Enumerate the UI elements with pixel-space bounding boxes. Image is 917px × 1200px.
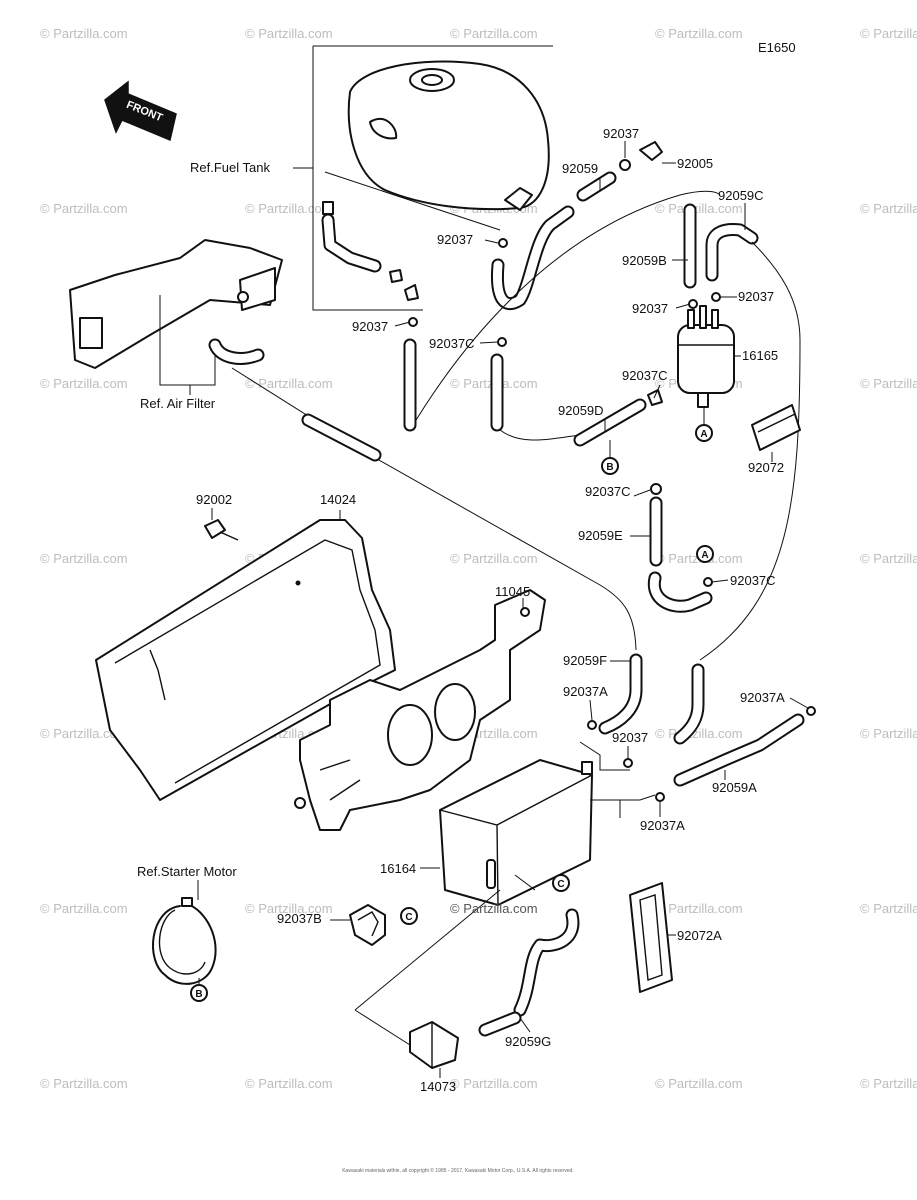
front-arrow: FRONT — [104, 80, 177, 142]
clamp-92037B — [349, 904, 386, 946]
vent-hoses — [403, 141, 801, 661]
marker-A-label: A — [701, 550, 708, 561]
watermark: © Partzilla.com — [655, 1076, 743, 1091]
label-92037-tank: 92037 — [437, 232, 473, 247]
watermark: © Partzilla.com — [40, 726, 128, 741]
label-92059A: 92059A — [712, 780, 757, 795]
diagram-code: E1650 — [758, 40, 796, 55]
marker-C-label: C — [405, 912, 412, 923]
leader-lines — [211, 141, 809, 1033]
bolt-92002 — [204, 519, 239, 541]
watermark: © Partzilla.com — [860, 901, 917, 916]
watermark: © Partzilla.com — [860, 551, 917, 566]
watermark: © Partzilla.com — [860, 726, 917, 741]
label-92037C-lower: 92037C — [585, 484, 631, 499]
watermark: © Partzilla.com — [450, 901, 538, 916]
hose-92059G — [354, 874, 580, 1078]
fuel-tank-group: Ref.Fuel Tank — [190, 45, 553, 311]
reference-markers: A A B B C C — [190, 407, 714, 1002]
fuel-filter — [573, 305, 735, 447]
label-92037-mid: 92037 — [612, 730, 648, 745]
watermark: © Partzilla.com — [40, 376, 128, 391]
starter-band: Ref.Starter Motor — [137, 864, 237, 985]
watermark: © Partzilla.com — [860, 201, 917, 216]
watermark: © Partzilla.com — [245, 901, 333, 916]
copyright-notice: Kawasaki materials within, all copyright… — [342, 1167, 574, 1174]
label-92072: 92072 — [748, 460, 784, 475]
watermark: © Partzilla.com — [655, 26, 743, 41]
label-92037A-left: 92037A — [563, 684, 608, 699]
watermark: © Partzilla.com — [860, 1076, 917, 1091]
label-92037C-a: 92037C — [730, 573, 776, 588]
label-92059C: 92059C — [718, 188, 764, 203]
hose-92059E — [647, 483, 713, 613]
fuel-tank — [347, 60, 550, 211]
label-14024: 14024 — [320, 492, 356, 507]
label-92002: 92002 — [196, 492, 232, 507]
watermark: © Partzilla.com — [450, 551, 538, 566]
part-labels: 92037 92005 92059 92059C 92037 92059B 92… — [196, 126, 785, 1094]
marker-B-label: B — [195, 989, 202, 1000]
label-92059G: 92059G — [505, 1034, 551, 1049]
marker-A — [696, 545, 714, 563]
label-92059E: 92059E — [578, 528, 623, 543]
label-92037-bottom: 92037 — [352, 319, 388, 334]
label-92037A-right: 92037A — [740, 690, 785, 705]
watermark: © Partzilla.com — [860, 26, 917, 41]
bracket-11045 — [294, 589, 546, 831]
watermark: © Partzilla.com — [245, 26, 333, 41]
label-92037C-mid: 92037C — [429, 336, 475, 351]
band-92072A — [629, 882, 673, 993]
watermark: © Partzilla.com — [40, 26, 128, 41]
watermark: © Partzilla.com — [245, 376, 333, 391]
label-11045: 11045 — [495, 584, 530, 599]
marker-B-label: B — [606, 462, 613, 473]
marker-C — [400, 907, 418, 925]
label-92037B: 92037B — [277, 911, 322, 926]
label-92037: 92037 — [603, 126, 639, 141]
label-16165: 16165 — [742, 348, 778, 363]
air-filter-duct — [69, 239, 283, 369]
label-16164: 16164 — [380, 861, 416, 876]
canister-16164 — [420, 759, 621, 906]
watermark: © Partzilla.com — [655, 726, 743, 741]
lower-hoses — [579, 653, 816, 802]
watermark: © Partzilla.com — [450, 1076, 538, 1091]
marker-C-label: C — [557, 879, 564, 890]
watermark: © Partzilla.com — [245, 1076, 333, 1091]
label-92072A: 92072A — [677, 928, 722, 943]
watermark: © Partzilla.com — [40, 901, 128, 916]
marker-C — [552, 874, 570, 892]
watermark: © Partzilla.com — [860, 376, 917, 391]
label-92005: 92005 — [677, 156, 713, 171]
air-filter-group: Ref. Air Filter — [69, 239, 283, 411]
label-92059F: 92059F — [563, 653, 607, 668]
ref-air-filter-label: Ref. Air Filter — [140, 396, 216, 411]
watermark: © Partzilla.com — [655, 901, 743, 916]
ref-fuel-tank-label: Ref.Fuel Tank — [190, 160, 270, 175]
band-92072 — [751, 404, 801, 451]
label-92037C-filter: 92037C — [622, 368, 668, 383]
label-92037A-low: 92037A — [640, 818, 685, 833]
watermark: © Partzilla.com — [40, 551, 128, 566]
label-92037-right: 92037 — [738, 289, 774, 304]
marker-A-label: A — [700, 429, 707, 440]
watermark: © Partzilla.com — [40, 201, 128, 216]
cover-14024 — [95, 510, 396, 801]
label-92059B: 92059B — [622, 253, 667, 268]
label-92059D: 92059D — [558, 403, 604, 418]
label-92059: 92059 — [562, 161, 598, 176]
watermark: © Partzilla.com — [245, 201, 333, 216]
label-14073: 14073 — [420, 1079, 456, 1094]
watermark: © Partzilla.com — [655, 201, 743, 216]
ref-starter-motor-label: Ref.Starter Motor — [137, 864, 237, 879]
watermark: © Partzilla.com — [40, 1076, 128, 1091]
watermark: © Partzilla.com — [450, 26, 538, 41]
label-92037-left: 92037 — [632, 301, 668, 316]
